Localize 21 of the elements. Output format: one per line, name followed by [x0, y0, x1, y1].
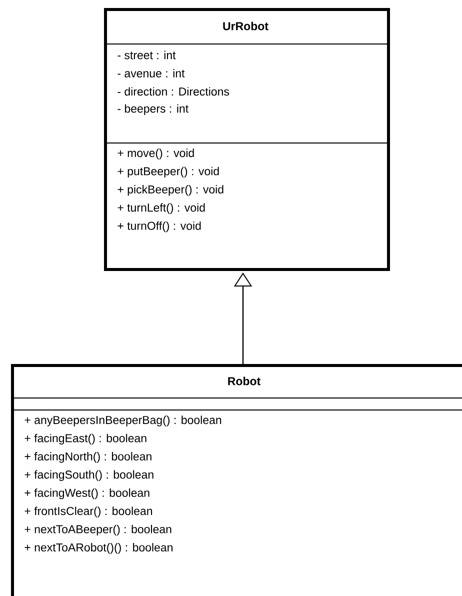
member-text: - direction : Directions — [118, 87, 230, 96]
member-text: + facingSouth() : boolean — [24, 470, 154, 481]
class-name: Robot — [228, 376, 260, 386]
member-text: + nextToABeeper() : boolean — [24, 524, 172, 536]
member-text: + facingNorth() : boolean — [24, 452, 152, 463]
member-text: + turnLeft() : void — [118, 203, 205, 214]
member-text: - beepers : int — [118, 104, 188, 115]
member-text: + facingWest() : boolean — [24, 488, 150, 500]
member-text: - street : int — [118, 50, 176, 60]
member-text: + move() : void — [118, 148, 194, 160]
member-text: + frontIsClear() : boolean — [24, 506, 152, 518]
class-name: UrRobot — [223, 22, 268, 30]
member-text: - avenue : int — [118, 69, 185, 78]
member-text: + facingEast() : boolean — [24, 434, 146, 445]
class-box — [104, 8, 390, 271]
member-text: + turnOff() : void — [118, 221, 201, 232]
member-text: + pickBeeper() : void — [118, 185, 224, 196]
member-text: + nextToARobot()() : boolean — [24, 543, 172, 554]
class-box — [10, 364, 462, 596]
member-text: + anyBeepersInBeeperBag() : boolean — [24, 416, 222, 426]
member-text: + putBeeper() : void — [118, 166, 219, 178]
